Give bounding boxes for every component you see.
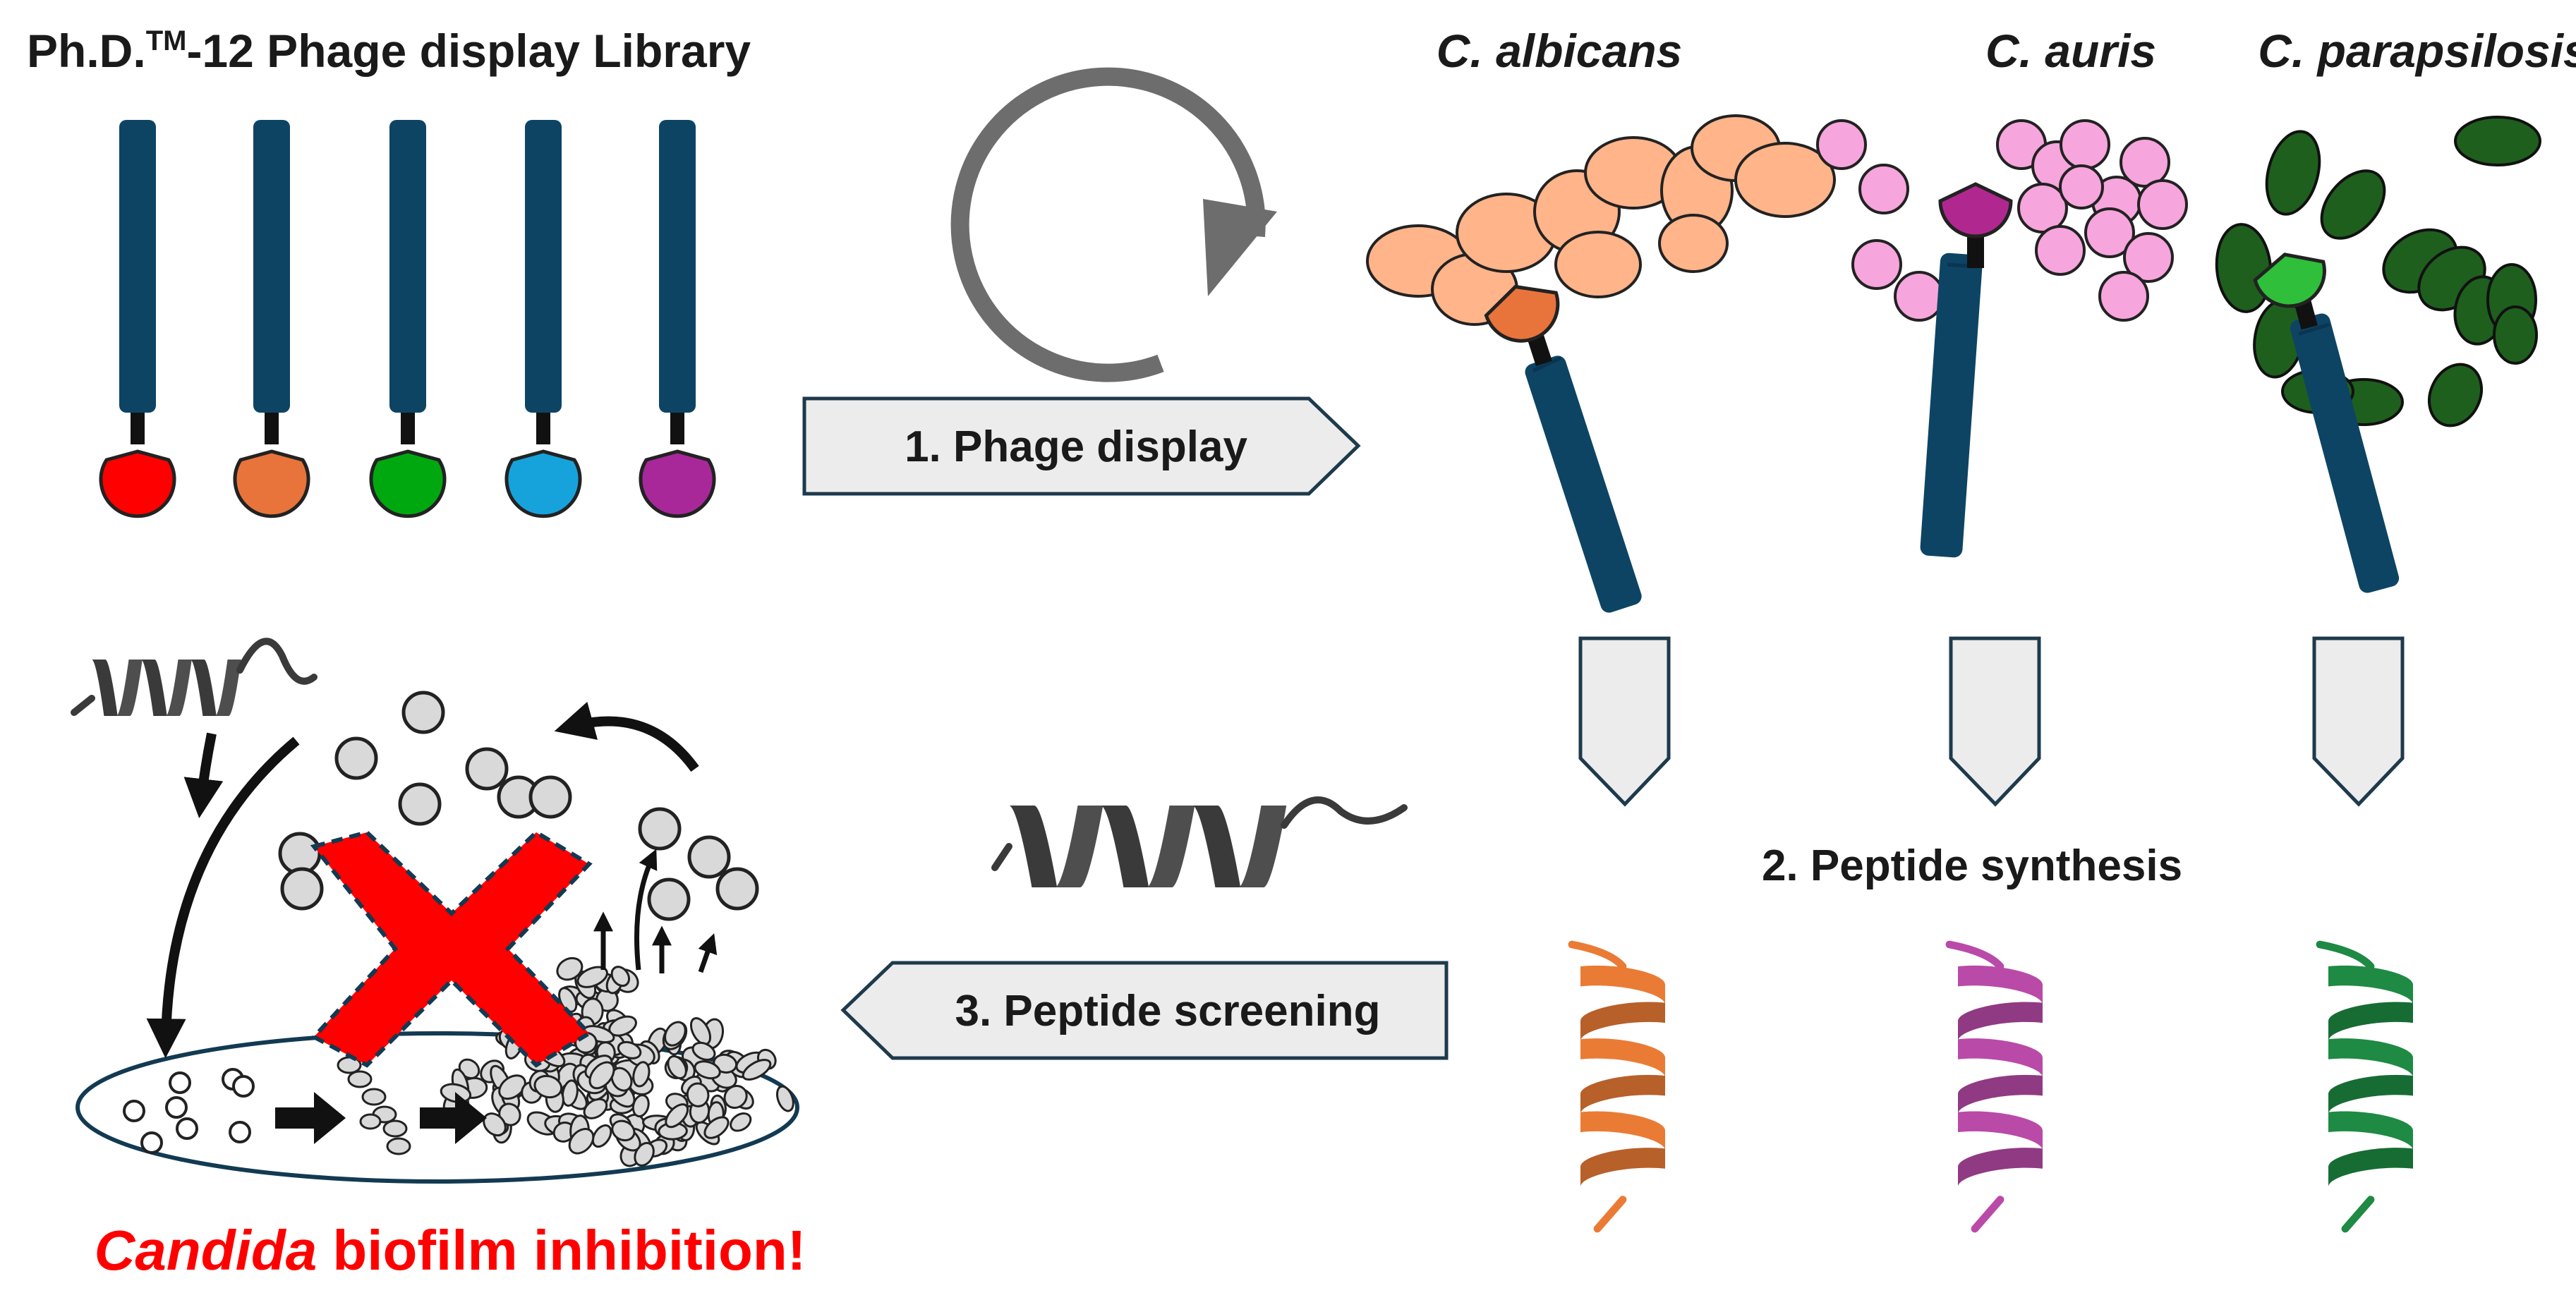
peptide-helix-screening <box>991 796 1408 887</box>
library-phage <box>99 120 176 518</box>
library-phage <box>639 120 716 518</box>
peptide-helix-albicans <box>1568 940 1665 1233</box>
peptide-tip-icon <box>504 449 582 518</box>
step3-label: 3. Peptide screening <box>955 987 1381 1035</box>
panning-cycle-icon <box>950 67 1277 382</box>
peptide-tip-icon <box>99 449 176 518</box>
peptide-application-arrow <box>183 732 224 819</box>
bound-phage-albicans <box>1484 284 1642 613</box>
species-label-auris: C. auris <box>1985 25 2156 77</box>
library-title: Ph.D.TM-12 Phage display Library <box>27 25 751 77</box>
peptide-tip-icon <box>233 449 310 518</box>
biofilm-progression-arrows <box>275 1092 487 1144</box>
bound-phage-auris <box>1920 182 2013 558</box>
step3-arrow: 3. Peptide screening <box>840 961 1449 1060</box>
conclusion-text: Candida biofilm inhibition! <box>95 1219 806 1282</box>
peptide-helix-parapsilosis <box>2316 940 2413 1233</box>
albicans-cells <box>1366 114 1836 326</box>
auris-cells <box>1816 119 2188 322</box>
step2-arrows <box>1578 636 2405 807</box>
library-phage <box>233 120 310 518</box>
peptide-helix-auris <box>1945 940 2043 1233</box>
dispersion-curved-arrow <box>554 701 699 772</box>
attached-cells <box>123 1068 255 1154</box>
dispersion-up-arrows <box>593 849 718 973</box>
dispersed-cells <box>278 691 759 921</box>
biofilm-illustration <box>75 691 799 1184</box>
peptide-helix-applied <box>71 638 318 716</box>
peptide-tip-icon <box>639 449 716 518</box>
bound-phage-parapsilosis <box>2253 253 2400 593</box>
step1-arrow: 1. Phage display <box>802 396 1361 496</box>
step2-label: 2. Peptide synthesis <box>1762 842 2182 890</box>
phage-library <box>99 120 716 518</box>
step1-label: 1. Phage display <box>905 423 1247 471</box>
inhibition-cross <box>310 830 593 1068</box>
parapsilosis-cells <box>2215 116 2541 427</box>
peptide-tip-icon <box>369 449 447 518</box>
species-label-parapsilosis: C. parapsilosis <box>2258 25 2576 77</box>
library-phage <box>369 120 447 518</box>
microcolony <box>337 1056 411 1155</box>
species-label-albicans: C. albicans <box>1437 25 1682 77</box>
library-phage <box>504 120 582 518</box>
attachment-curved-arrow <box>146 736 300 1059</box>
